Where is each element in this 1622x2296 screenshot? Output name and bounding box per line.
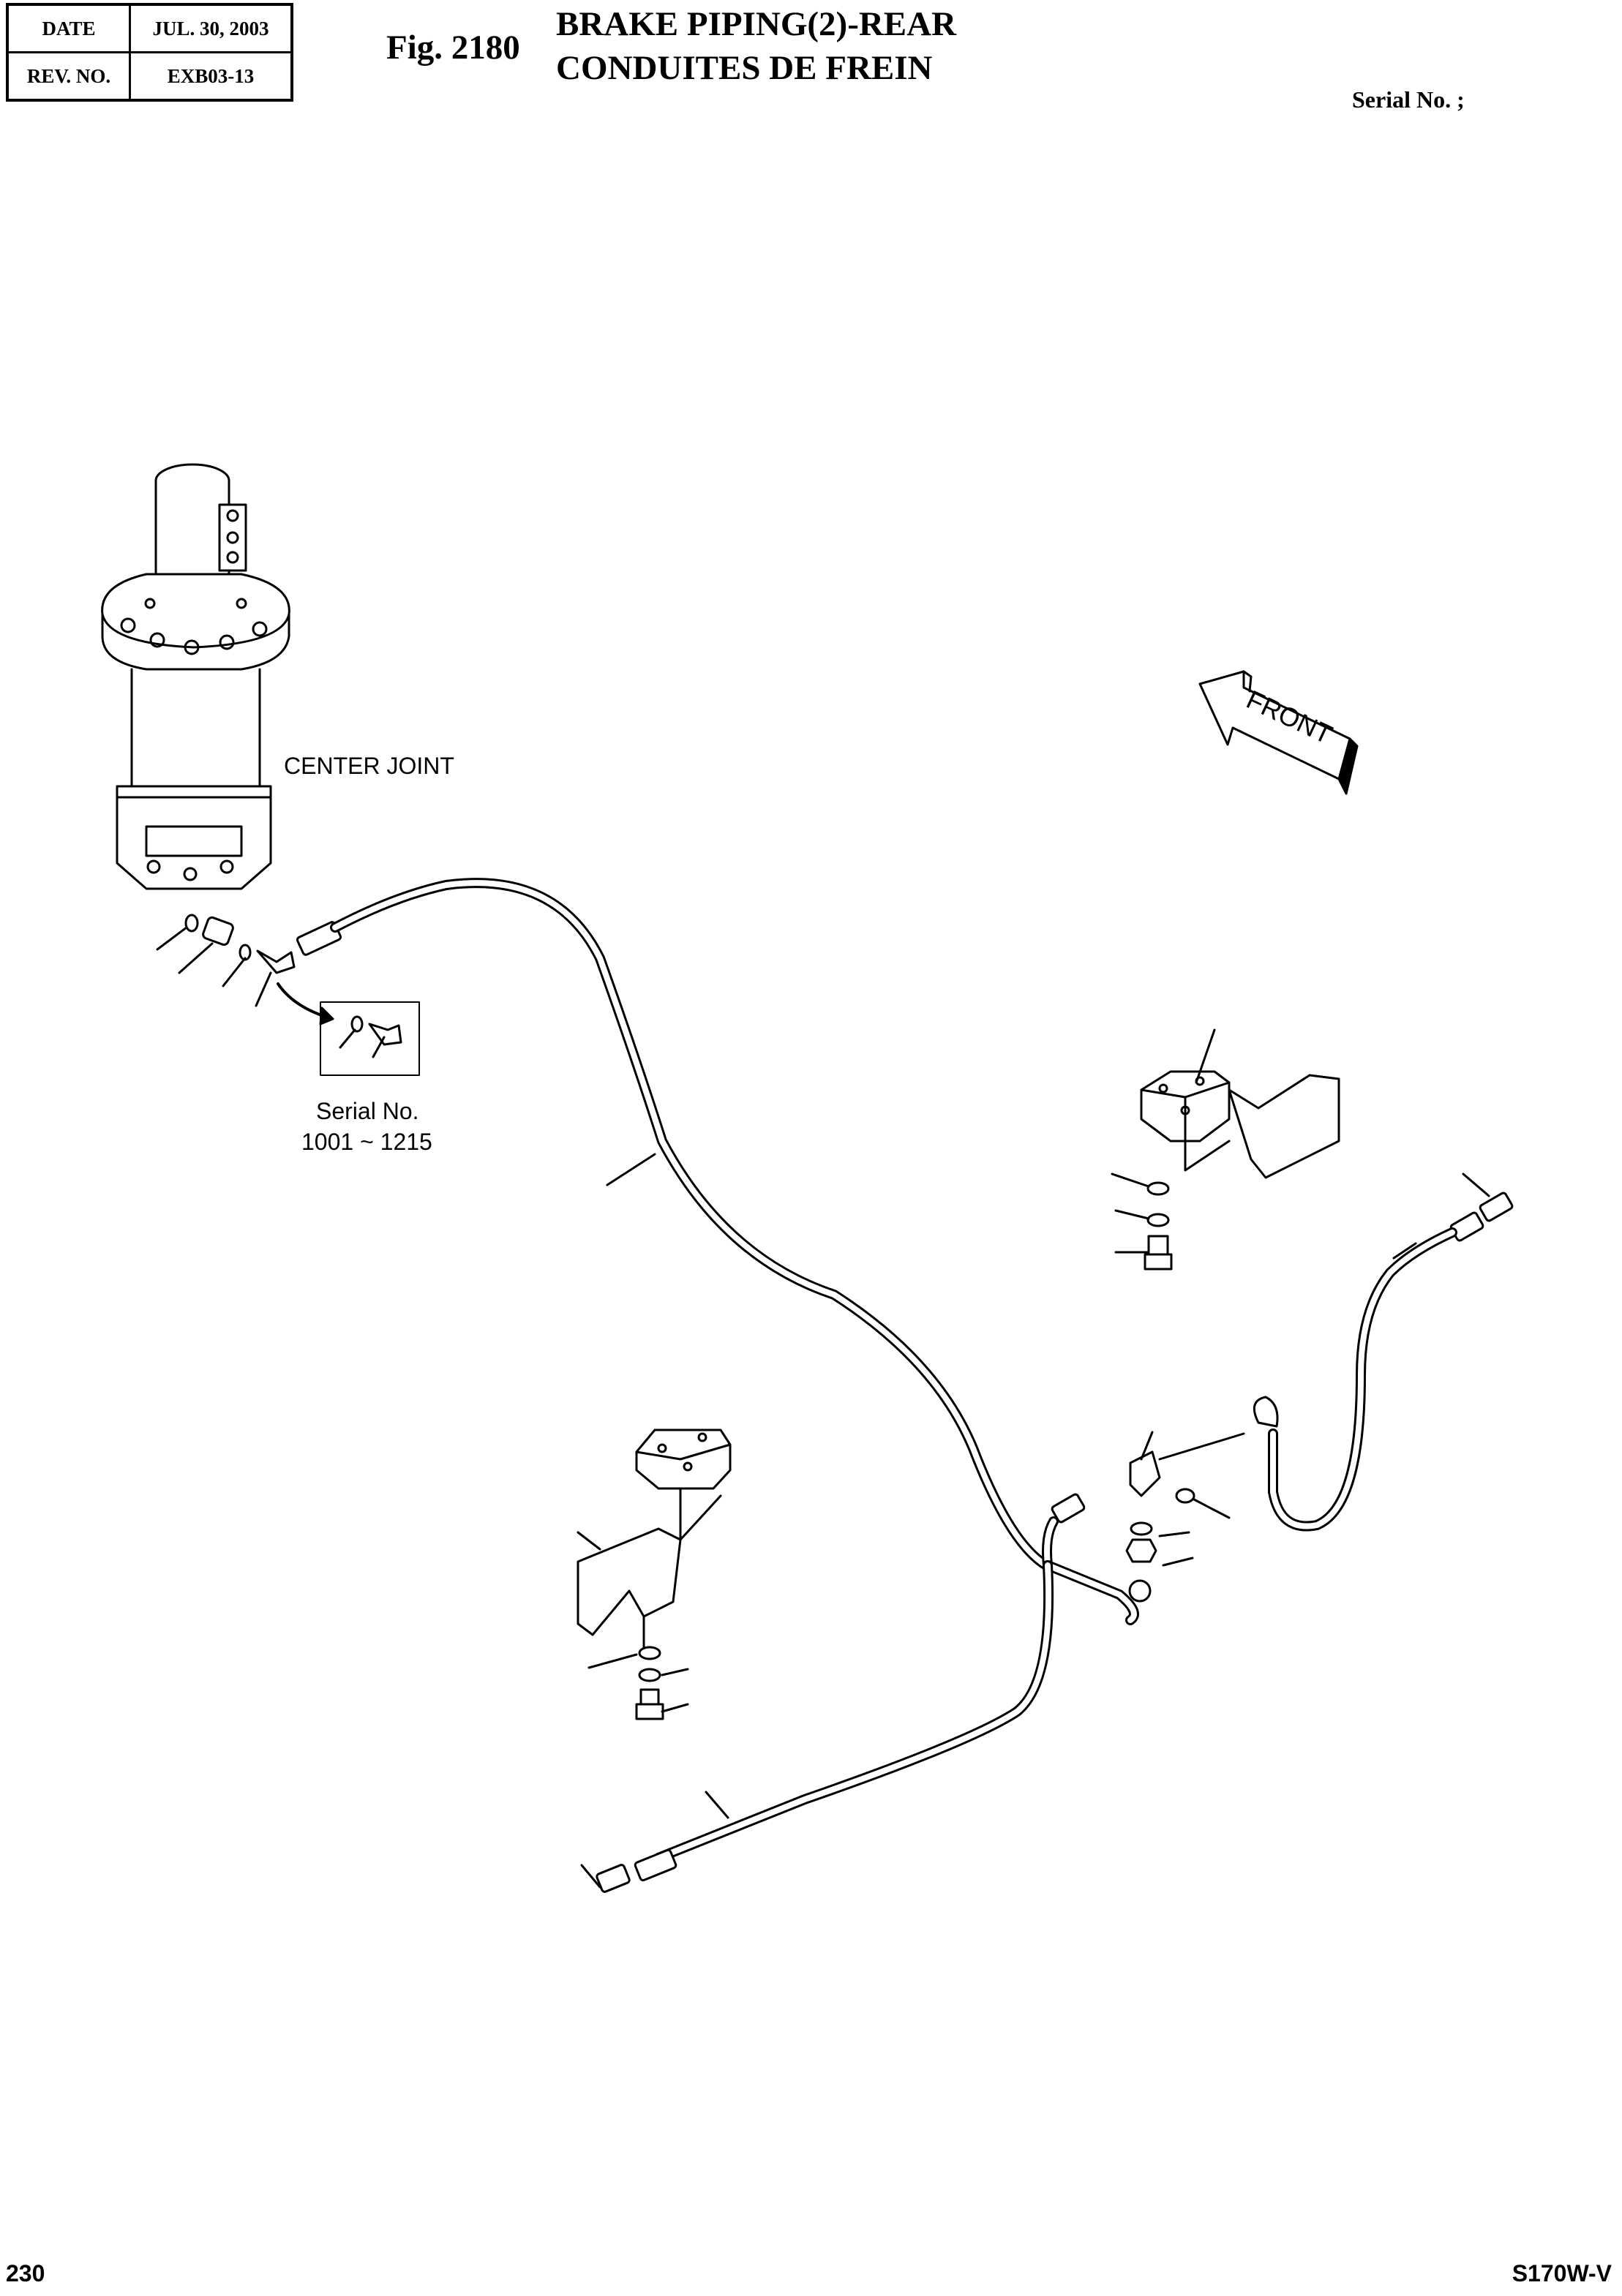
brake-hose-right <box>1253 1173 1514 1532</box>
serial-inset-box <box>320 1001 420 1076</box>
model-number: S170W-V <box>1512 2260 1612 2286</box>
rev-value: EXB03-13 <box>129 51 293 102</box>
title-french: CONDUITES DE FREIN <box>556 49 933 87</box>
date-value: JUL. 30, 2003 <box>129 3 293 53</box>
bracket-right <box>1111 1028 1340 1271</box>
inset-serial-label: Serial No. <box>316 1098 419 1124</box>
title-english: BRAKE PIPING(2)-REAR <box>556 5 957 43</box>
center-joint-fittings <box>156 914 334 1025</box>
center-joint-label: CENTER JOINT <box>284 753 454 779</box>
inset-serial-range: 1001 ~ 1215 <box>301 1129 432 1155</box>
front-arrow: FRONT <box>1198 670 1359 795</box>
bracket-left <box>577 1429 732 1720</box>
center-joint-illustration <box>101 463 290 890</box>
date-label: DATE <box>6 3 131 53</box>
rev-label: REV. NO. <box>6 51 131 102</box>
tee-fitting <box>1125 1431 1245 1603</box>
revision-table: DATE JUL. 30, 2003 REV. NO. EXB03-13 <box>6 3 293 102</box>
serial-label: Serial No. ; <box>1352 86 1465 113</box>
brake-hose-main <box>296 878 1051 1570</box>
page-number: 230 <box>6 2260 45 2286</box>
figure-number: Fig. 2180 <box>386 29 520 67</box>
brake-hose-lower <box>580 1493 1139 1893</box>
